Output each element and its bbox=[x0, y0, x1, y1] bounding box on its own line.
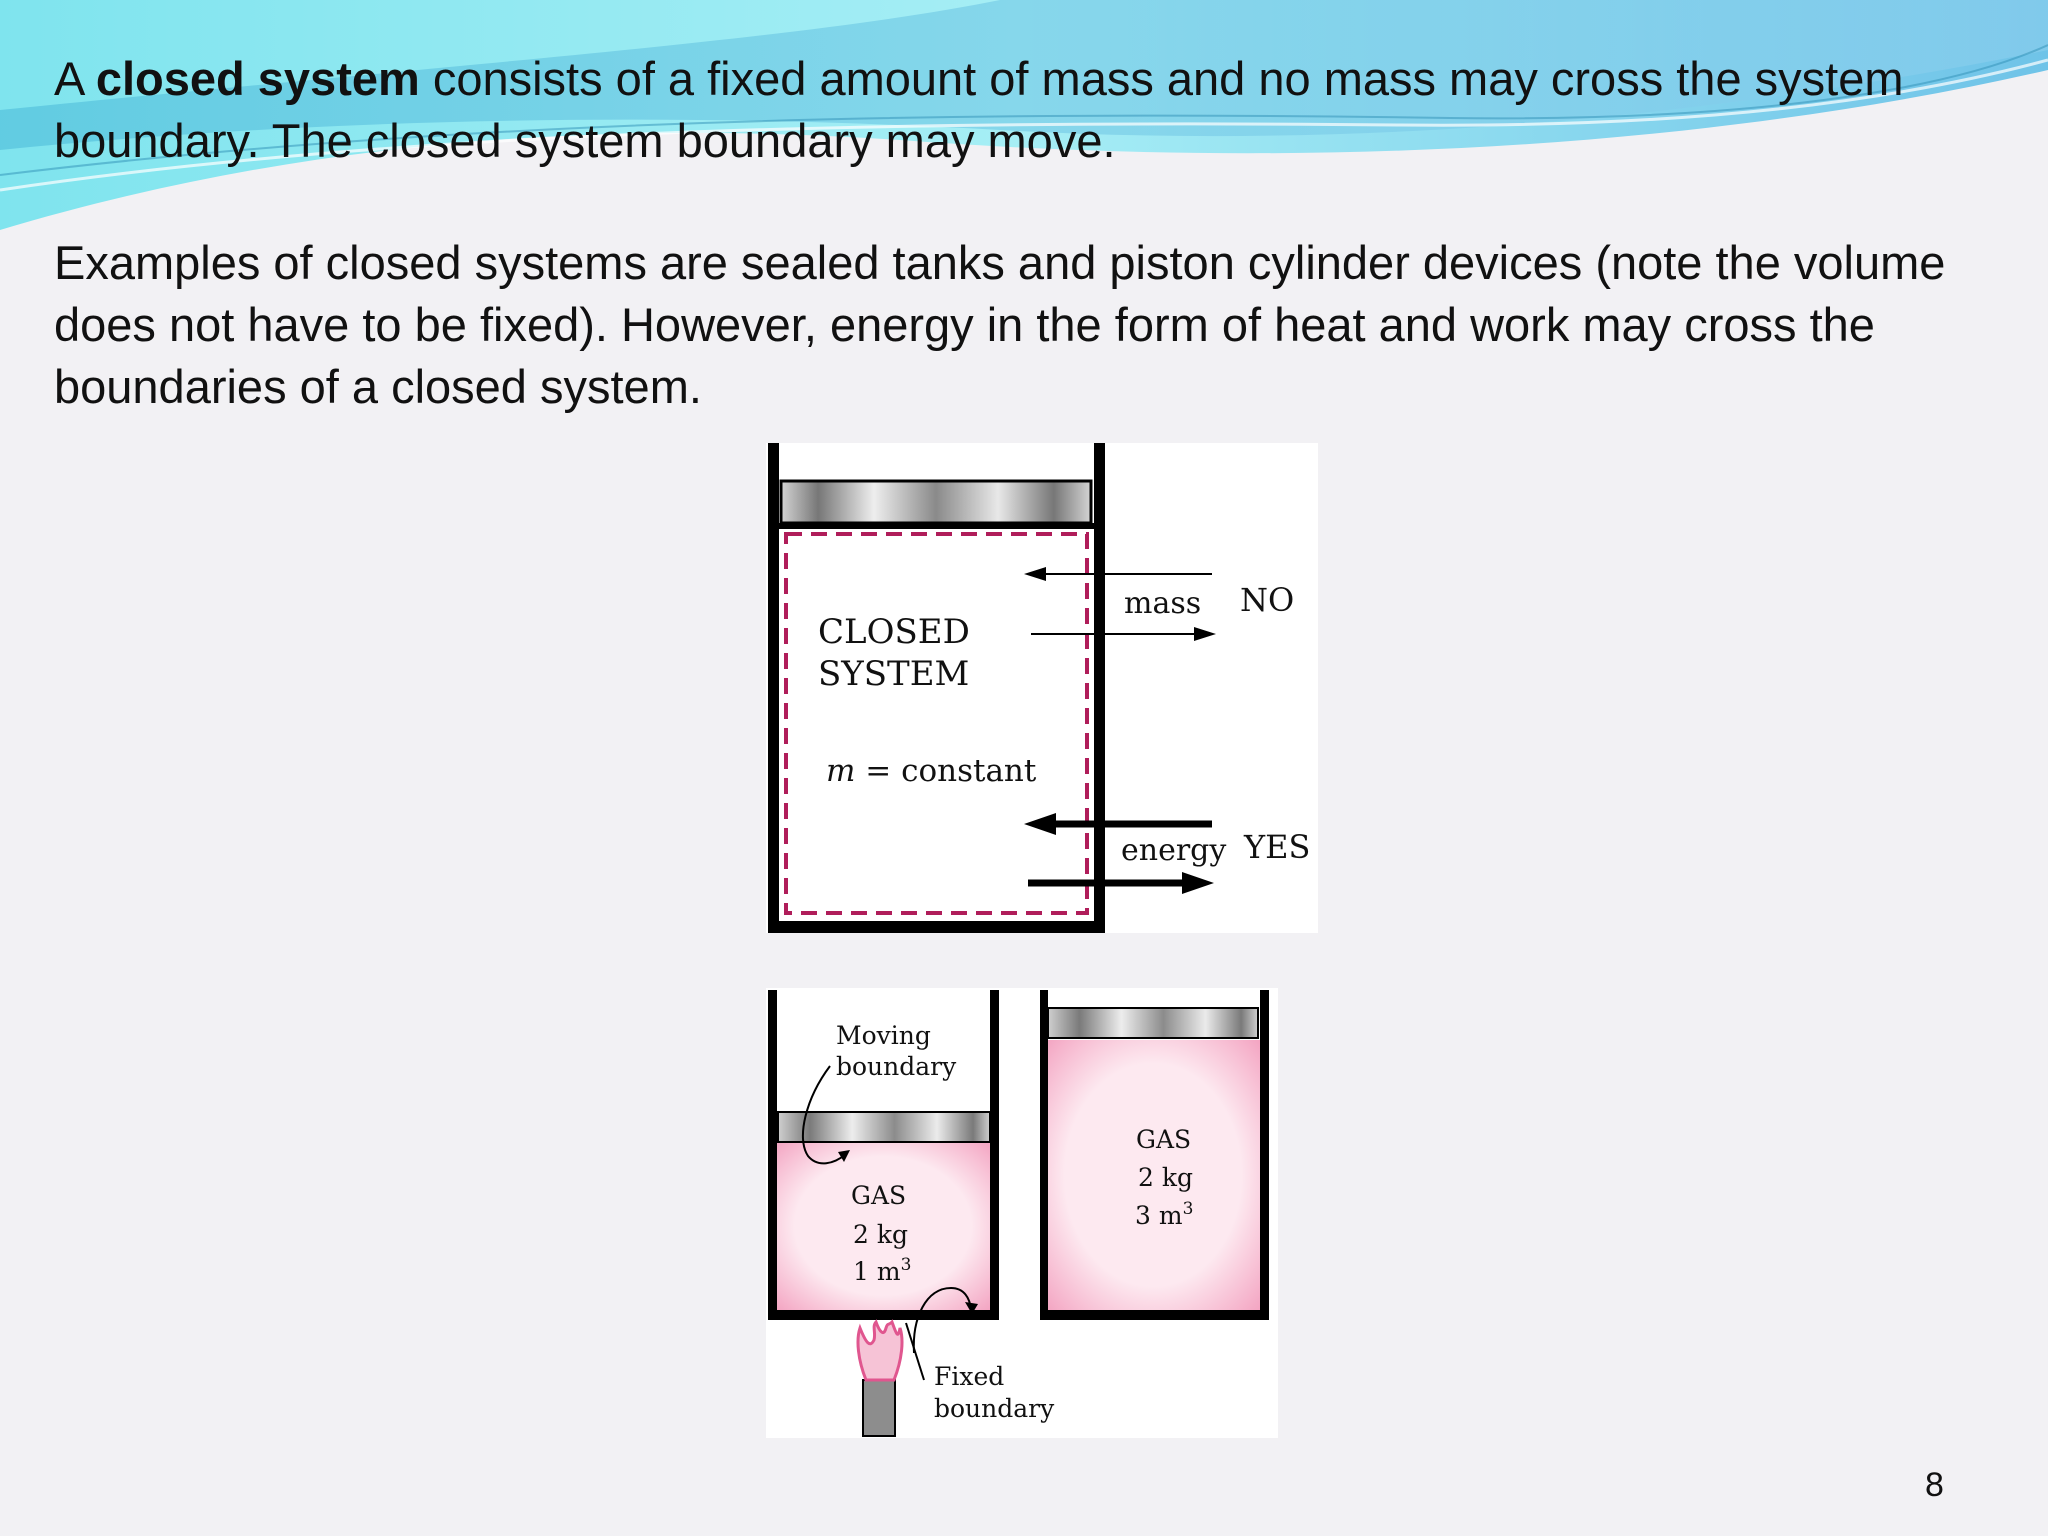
burner bbox=[862, 1379, 896, 1437]
cylinder-right-wall bbox=[1094, 443, 1105, 933]
piston bbox=[779, 479, 1093, 525]
left-cylinder-right-wall bbox=[990, 990, 999, 1320]
left-piston bbox=[777, 1111, 991, 1143]
closed-label: CLOSED bbox=[818, 612, 970, 652]
mass-constant-label: m = constant bbox=[826, 753, 1037, 789]
closed-system-figure: CLOSED SYSTEM m = constant mass NO energ… bbox=[766, 443, 1318, 933]
fixed-boundary-pointer bbox=[912, 1286, 972, 1354]
right-gas-volume-exp: 3 bbox=[1183, 1199, 1194, 1219]
mass-constant-text: = constant bbox=[855, 753, 1036, 789]
moving-boundary-pointer bbox=[801, 1065, 847, 1165]
moving-boundary-label-1: Moving bbox=[836, 1021, 931, 1050]
page-number: 8 bbox=[1925, 1466, 1944, 1504]
energy-arrow-out-head bbox=[1182, 872, 1214, 894]
piston-bottom-edge bbox=[779, 523, 1094, 529]
right-cylinder-right bbox=[1260, 990, 1269, 1320]
fixed-boundary-leader bbox=[905, 1322, 925, 1381]
right-piston bbox=[1047, 1007, 1259, 1039]
fixed-boundary-pointer-head bbox=[965, 1302, 978, 1314]
left-cylinder-bottom bbox=[768, 1310, 999, 1320]
p1-prefix: A bbox=[54, 52, 96, 105]
left-gas bbox=[776, 1142, 990, 1310]
piston-cylinder-figure: Moving boundary GAS 2 kg 1 m3 Fixed boun… bbox=[766, 988, 1278, 1438]
left-gas-volume-base: 1 m bbox=[853, 1257, 901, 1286]
energy-answer: YES bbox=[1243, 828, 1310, 866]
fixed-boundary-label-2: boundary bbox=[934, 1394, 1055, 1423]
flame-icon bbox=[856, 1319, 904, 1382]
p1-rest: consists of a fixed amount of mass and n… bbox=[54, 52, 1904, 167]
mass-label: mass bbox=[1124, 586, 1201, 621]
left-gas-volume: 1 m3 bbox=[853, 1255, 911, 1286]
right-cylinder-bottom bbox=[1040, 1310, 1269, 1320]
fixed-boundary-label-1: Fixed bbox=[934, 1362, 1004, 1391]
left-gas-label: GAS bbox=[851, 1181, 906, 1210]
right-gas-volume: 3 m3 bbox=[1135, 1199, 1193, 1230]
mass-arrow-out-head bbox=[1194, 627, 1216, 641]
mass-variable: m bbox=[826, 753, 855, 789]
left-cylinder-left-wall bbox=[768, 990, 777, 1320]
left-gas-mass: 2 kg bbox=[853, 1220, 908, 1249]
right-gas-volume-base: 3 m bbox=[1135, 1201, 1183, 1230]
system-label: SYSTEM bbox=[818, 654, 969, 694]
p1-bold-term: closed system bbox=[95, 52, 420, 105]
energy-label: energy bbox=[1121, 833, 1226, 868]
energy-arrow-in-head bbox=[1024, 813, 1056, 835]
left-gas-volume-exp: 3 bbox=[901, 1255, 912, 1275]
header-wave-decoration bbox=[0, 0, 2048, 230]
mass-answer: NO bbox=[1240, 581, 1294, 619]
cylinder-left-wall bbox=[768, 443, 779, 933]
right-gas-mass: 2 kg bbox=[1138, 1163, 1193, 1192]
cylinder-bottom-wall bbox=[768, 921, 1105, 933]
right-gas-label: GAS bbox=[1136, 1125, 1191, 1154]
right-cylinder-left bbox=[1040, 990, 1048, 1320]
right-gas-fill bbox=[1046, 1040, 1260, 1310]
examples-paragraph: Examples of closed systems are sealed ta… bbox=[54, 236, 1946, 413]
system-boundary-dashed bbox=[784, 532, 1089, 915]
moving-boundary-label-2: boundary bbox=[836, 1052, 957, 1081]
moving-boundary-pointer-head bbox=[838, 1150, 850, 1162]
definition-paragraph: A closed system consists of a fixed amou… bbox=[54, 48, 2014, 172]
mass-arrow-in-head bbox=[1024, 567, 1046, 581]
